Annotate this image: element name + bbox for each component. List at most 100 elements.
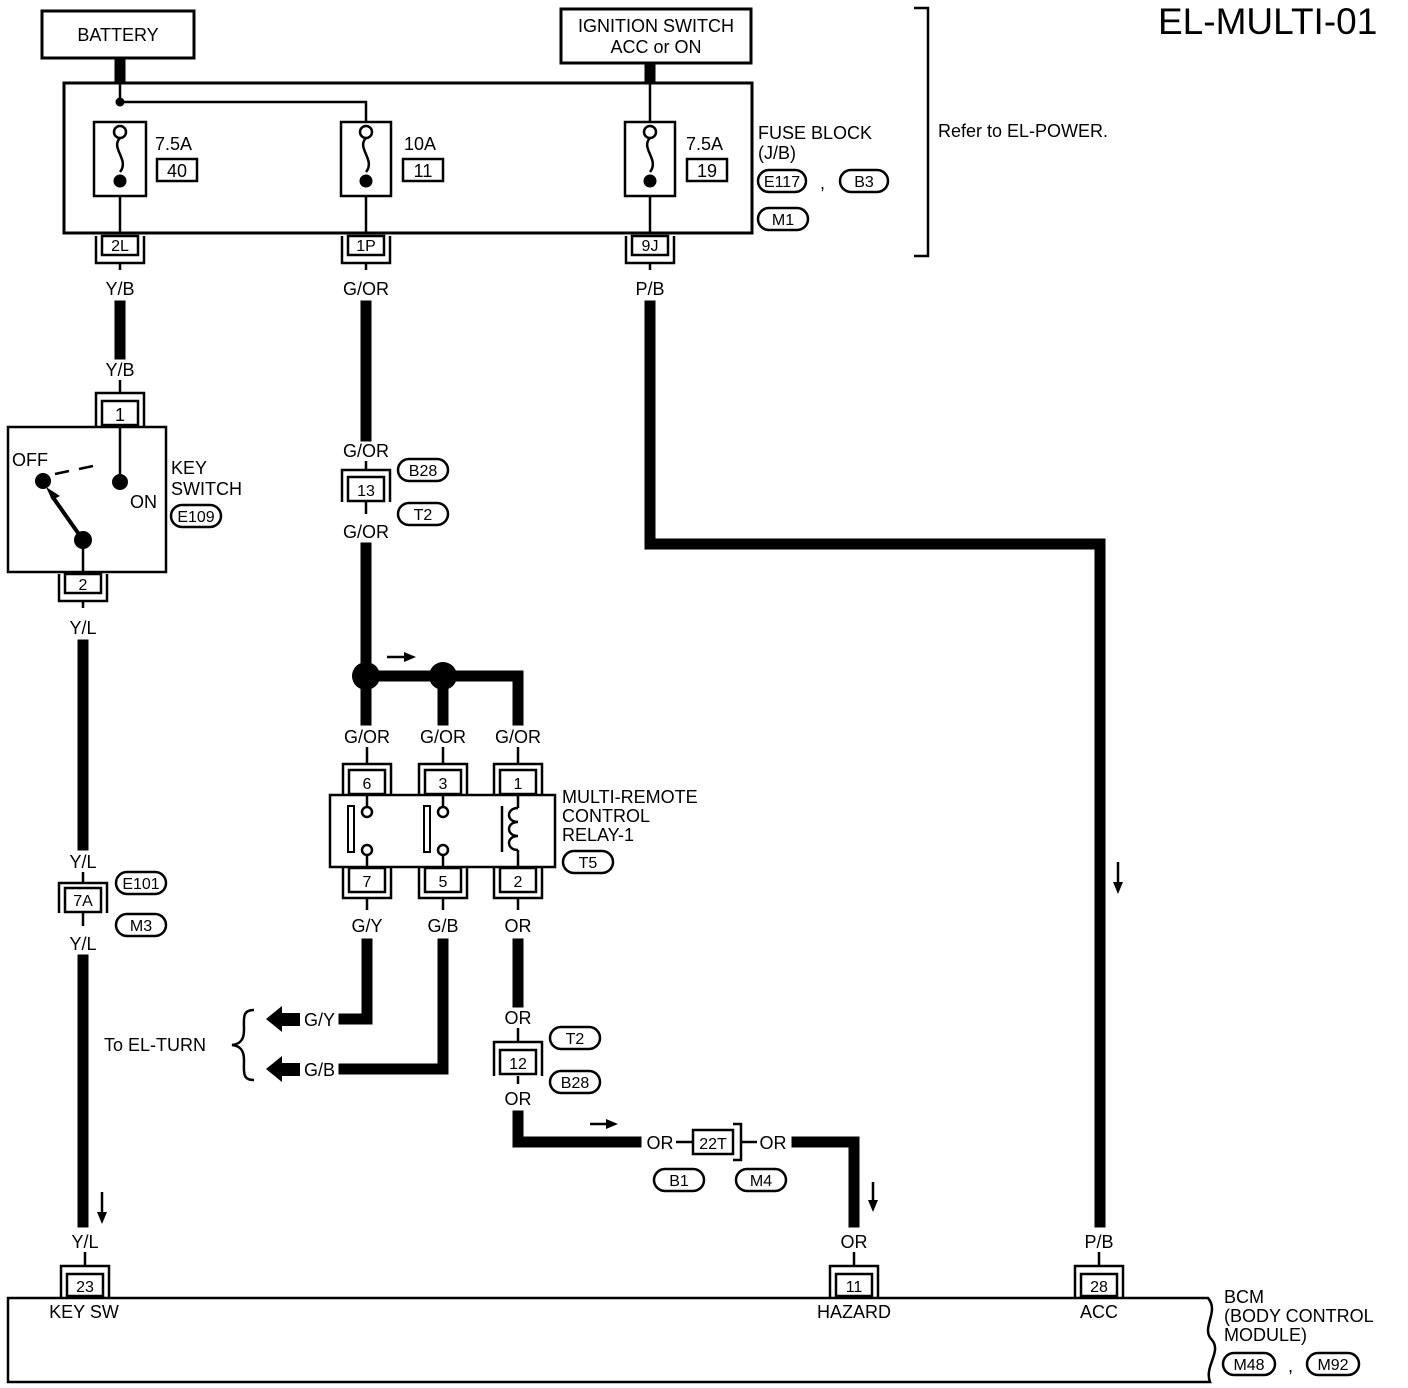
relay-label-3: RELAY-1 (562, 825, 634, 845)
bcm-connector-m92: M92 (1317, 1357, 1348, 1374)
bcm-connector-m48: M48 (1233, 1357, 1264, 1374)
svg-text:7A: 7A (73, 893, 93, 910)
to-turn-brace (231, 1008, 255, 1082)
svg-text:5: 5 (439, 874, 448, 891)
battery-label: BATTERY (77, 25, 158, 45)
svg-text:28: 28 (1090, 1279, 1108, 1296)
wire-label-or-2: OR (505, 1008, 532, 1028)
fuse-19: 7.5A 19 (623, 120, 729, 233)
svg-text:12: 12 (509, 1056, 527, 1073)
key-switch-label-2: SWITCH (171, 479, 242, 499)
wire-or-2 (512, 1110, 642, 1148)
wire-label-yb-2: Y/B (105, 360, 134, 380)
wire-gy (338, 938, 373, 1025)
fuse-40-number: 40 (167, 161, 187, 181)
joint-12-connector-b28: B28 (561, 1075, 590, 1092)
reference-bracket (914, 6, 930, 258)
relay-connector-t5: T5 (579, 855, 598, 872)
key-switch-label: KEY (171, 458, 207, 478)
svg-text:1P: 1P (356, 238, 376, 255)
wire-label-or-6: OR (841, 1232, 868, 1252)
ignition-switch-box: IGNITION SWITCH ACC or ON (559, 7, 753, 65)
terminal-1p: 1P (340, 234, 392, 265)
svg-text:6: 6 (363, 776, 372, 793)
wire-label-or-4: OR (647, 1133, 674, 1153)
wire-label-or-5: OR (760, 1133, 787, 1153)
bcm-label: BCM (1224, 1287, 1264, 1307)
wire-label-gor-4: G/OR (344, 727, 390, 747)
wire-label-or-1: OR (505, 916, 532, 936)
terminal-2l: 2L (94, 234, 146, 265)
wire-label-pb-2: P/B (1084, 1232, 1113, 1252)
joint-13-connector-b28: B28 (409, 463, 438, 480)
relay-label-2: CONTROL (562, 806, 650, 826)
wire-label-yb-1: Y/B (105, 279, 134, 299)
splice-point-2 (429, 662, 457, 690)
bcm-terminal-key-sw: KEY SW (49, 1302, 119, 1322)
wire-label-gor-6: G/OR (495, 727, 541, 747)
joint-connector-12: 12 T2 B28 (492, 1025, 602, 1095)
fuse-block-jb: (J/B) (758, 143, 796, 163)
wire-label-gb-2: G/B (304, 1060, 335, 1080)
bcm-label-3: MODULE) (1224, 1325, 1307, 1345)
wire-or-3 (791, 1136, 860, 1228)
joint-22t-connector-m4: M4 (750, 1173, 772, 1190)
key-switch: 1 OFF ON KEY SWITCH E109 2 (6, 391, 242, 603)
ignition-switch-label: IGNITION SWITCH (578, 16, 734, 36)
svg-text:1: 1 (514, 776, 523, 793)
svg-text:1: 1 (115, 405, 125, 425)
fuse-11-rating: 10A (404, 134, 436, 154)
current-arrow-down-1 (97, 1212, 107, 1224)
joint-connector-22t: 22T B1 M4 (652, 1122, 788, 1193)
svg-text:22T: 22T (699, 1136, 727, 1153)
wire-label-gor-3: G/OR (343, 522, 389, 542)
joint-7a-connector-m3: M3 (130, 918, 152, 935)
wire-label-gb-1: G/B (427, 916, 458, 936)
arrow-left-gy (266, 1006, 300, 1032)
ignition-switch-mode: ACC or ON (610, 37, 701, 57)
svg-text:13: 13 (357, 483, 375, 500)
current-arrow-down-3 (1113, 882, 1123, 894)
multi-remote-control-relay: 6 3 1 7 5 2 MULTI-REMOTE CON (328, 762, 698, 900)
arrow-left-gb (266, 1056, 300, 1082)
joint-13-connector-t2: T2 (414, 507, 433, 524)
wire-label-gy-2: G/Y (304, 1010, 335, 1030)
key-switch-connector: E109 (177, 509, 214, 526)
wire-label-gor-2: G/OR (343, 441, 389, 461)
wire-label-yl-4: Y/L (71, 1232, 98, 1252)
reference-note: Refer to EL-POWER. (938, 121, 1108, 141)
wire-label-yl-1: Y/L (69, 618, 96, 638)
joint-connector-7a: 7A E101 M3 (57, 870, 168, 938)
current-arrow-down-2 (868, 1200, 878, 1212)
wire-label-or-3: OR (505, 1089, 532, 1109)
bcm-terminal-11: 11 (828, 1264, 880, 1298)
bcm-terminal-23: 23 (59, 1264, 111, 1298)
wire-label-pb-1: P/B (635, 279, 664, 299)
bcm-terminal-28: 28 (1073, 1264, 1125, 1298)
bcm-label-2: (BODY CONTROL (1224, 1306, 1374, 1326)
svg-text:2: 2 (514, 874, 523, 891)
diagram-code: EL-MULTI-01 (1158, 1, 1377, 42)
wire-label-gor-5: G/OR (420, 727, 466, 747)
bcm-module: 23 11 28 KEY SW HAZARD ACC BCM (BODY CON… (6, 1264, 1374, 1384)
fuse-19-rating: 7.5A (686, 134, 723, 154)
wire-pb (644, 300, 1106, 1228)
to-turn-label: To EL-TURN (104, 1035, 206, 1055)
wire-label-yl-2: Y/L (69, 852, 96, 872)
fuse-11-number: 11 (414, 161, 433, 181)
relay-label: MULTI-REMOTE (562, 787, 698, 807)
bcm-terminal-hazard: HAZARD (817, 1302, 891, 1322)
wire-label-yl-3: Y/L (69, 934, 96, 954)
svg-text:2L: 2L (111, 238, 129, 255)
fuse-block-separator: , (820, 173, 825, 193)
current-arrow-right-1 (404, 652, 416, 662)
svg-text:3: 3 (439, 776, 448, 793)
fuse-40-rating: 7.5A (155, 134, 192, 154)
fuse-block: 7.5A 40 10A 11 7.5A 19 FUSE BLOCK ( (62, 81, 890, 235)
battery-box: BATTERY (40, 9, 196, 60)
bcm-terminal-acc: ACC (1080, 1302, 1118, 1322)
key-switch-off: OFF (12, 450, 48, 470)
terminal-9j: 9J (624, 234, 676, 265)
wire-label-gy-1: G/Y (351, 916, 382, 936)
svg-text:9J: 9J (642, 238, 659, 255)
